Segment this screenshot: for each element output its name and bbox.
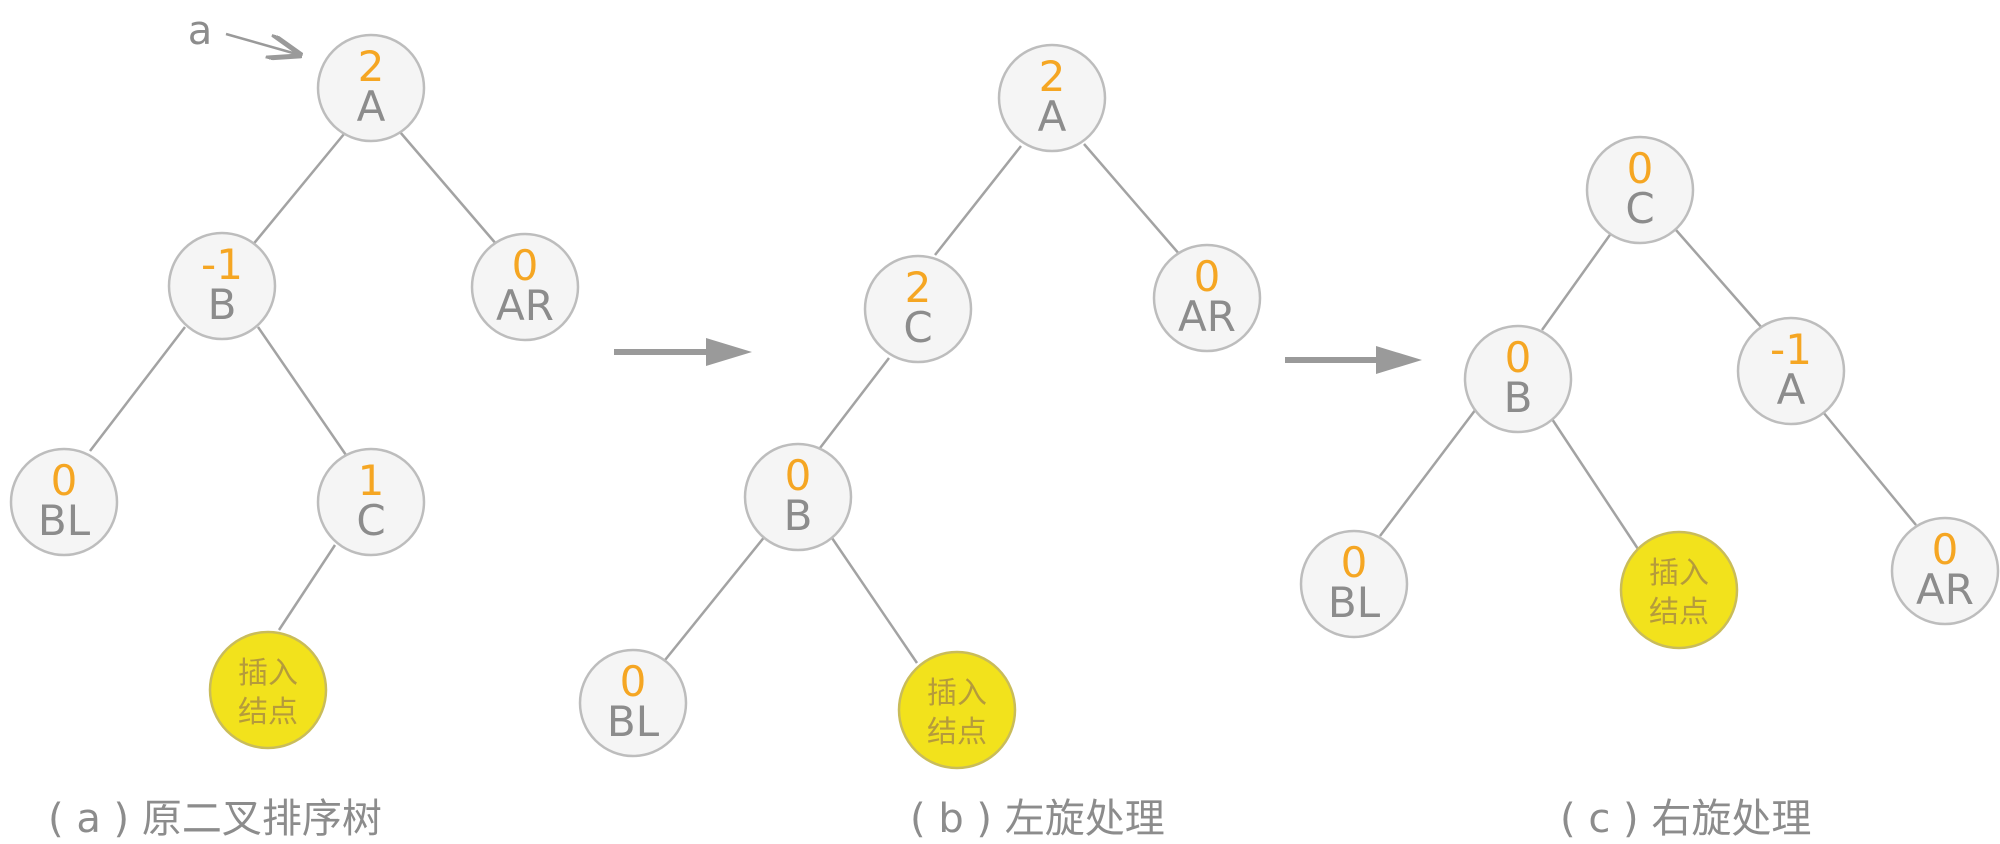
balance-factor: 0 <box>1194 252 1221 301</box>
edge-b-ins <box>1550 418 1642 553</box>
transition-arrow-2 <box>1285 346 1422 374</box>
tree-node-c: 1 C <box>316 447 426 557</box>
balance-factor: 0 <box>1627 144 1654 193</box>
edge-c-ins <box>277 544 337 631</box>
edge-b-bl <box>660 529 771 666</box>
edge-b-bl <box>1379 408 1477 537</box>
caption-a: ( a ) 原二叉排序树 <box>48 796 382 842</box>
insert-node: 插入 结点 <box>1619 530 1739 650</box>
node-label: A <box>1777 365 1806 414</box>
edge-a-ar <box>399 131 498 246</box>
node-label: A <box>357 82 386 131</box>
tree-b: 2 A 2 C 0 AR 0 B 0 BL 插入 结点 <box>578 43 1262 770</box>
insert-node-line1: 插入 <box>1649 556 1709 591</box>
tree-node-bl: 0 BL <box>9 447 119 557</box>
tree-node-ar: 0 AR <box>1890 516 2000 626</box>
edge-c-a <box>1675 229 1763 329</box>
edge-b-ins <box>830 537 919 664</box>
tree-node-bl: 0 BL <box>1299 529 1409 639</box>
balance-factor: 0 <box>785 451 812 500</box>
tree-node-c: 2 C <box>863 254 973 364</box>
edge-c-b <box>1540 231 1614 331</box>
balance-factor: 0 <box>1505 333 1532 382</box>
edge-c-b <box>819 357 890 449</box>
edge-a-ar <box>1822 411 1917 526</box>
tree-c: 0 C 0 B -1 A 0 BL 插入 结点 0 AR <box>1299 135 2000 650</box>
balance-factor: 0 <box>1932 525 1959 574</box>
node-label: BL <box>38 496 91 545</box>
transition-arrow-1 <box>614 338 752 366</box>
balance-factor: 0 <box>1341 538 1368 587</box>
insert-node: 插入 结点 <box>208 630 328 750</box>
edge-b-bl <box>89 326 186 452</box>
tree-node-c: 0 C <box>1585 135 1695 245</box>
balance-factor: 2 <box>1039 52 1066 101</box>
balance-factor: 1 <box>358 456 385 505</box>
balance-factor: 0 <box>512 241 539 290</box>
insert-node: 插入 结点 <box>897 650 1017 770</box>
pointer-arrow <box>225 32 300 55</box>
node-label: A <box>1038 92 1067 141</box>
tree-node-a: -1 A <box>1736 316 1846 426</box>
insert-node-line2: 结点 <box>238 695 298 730</box>
balance-factor: 0 <box>51 456 78 505</box>
edge-b-c <box>256 326 348 456</box>
caption-b: ( b ) 左旋处理 <box>910 796 1165 842</box>
node-label: AR <box>496 281 554 330</box>
node-label: BL <box>1328 578 1381 627</box>
node-label: C <box>1625 184 1654 233</box>
insert-node-line1: 插入 <box>238 656 298 691</box>
node-label: BL <box>607 697 660 746</box>
balance-factor: 0 <box>620 657 647 706</box>
node-label: B <box>208 280 237 329</box>
node-label: B <box>1504 373 1533 422</box>
tree-node-ar: 0 AR <box>1152 243 1262 353</box>
tree-node-ar: 0 AR <box>470 232 580 342</box>
node-label: AR <box>1178 292 1236 341</box>
insert-node-line1: 插入 <box>927 676 987 711</box>
caption-c: ( c ) 右旋处理 <box>1560 796 1811 842</box>
node-label: C <box>356 496 385 545</box>
node-label: B <box>784 491 813 540</box>
node-label: C <box>903 303 932 352</box>
balance-factor: 2 <box>905 263 932 312</box>
tree-node-a: 2 A <box>997 43 1107 153</box>
tree-a: a 2 A -1 B 0 AR 0 BL <box>9 8 580 750</box>
pointer-label: a <box>188 8 213 54</box>
balance-factor: 2 <box>358 42 385 91</box>
tree-node-a: 2 A <box>316 33 426 143</box>
node-label: AR <box>1916 565 1974 614</box>
tree-node-b: -1 B <box>167 231 277 341</box>
edge-a-ar <box>1083 143 1181 256</box>
balance-factor: -1 <box>1770 325 1812 374</box>
edge-a-b <box>250 133 345 248</box>
insert-node-line2: 结点 <box>927 715 987 750</box>
edge-a-c <box>934 145 1022 256</box>
tree-node-b: 0 B <box>743 442 853 552</box>
tree-node-b: 0 B <box>1463 324 1573 434</box>
balance-factor: -1 <box>201 240 243 289</box>
tree-node-bl: 0 BL <box>578 648 688 758</box>
insert-node-line2: 结点 <box>1649 595 1709 630</box>
